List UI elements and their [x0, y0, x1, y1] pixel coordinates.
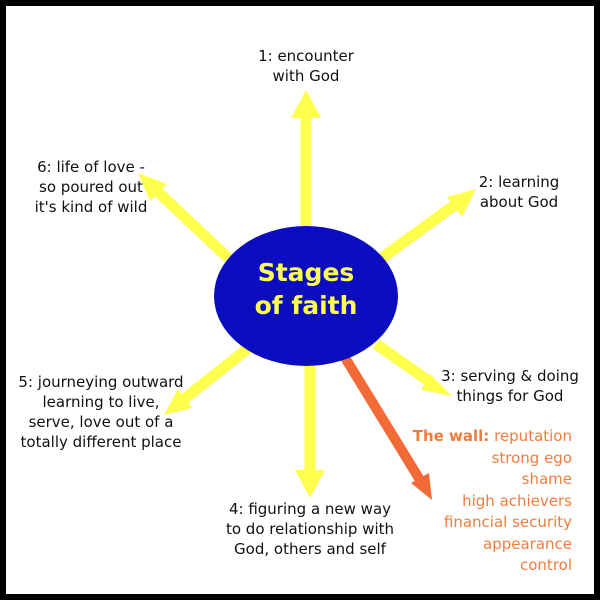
stage-5-label: 5: journeying outward learning to live, …: [8, 372, 194, 452]
wall-item: control: [520, 556, 572, 574]
arrow-stage-2-head: [447, 189, 476, 217]
arrow-stage-5-head: [164, 389, 192, 415]
wall-item: strong ego: [491, 448, 572, 467]
arrow-stage-3-shaft: [372, 339, 434, 387]
stage-2-label: 2: learning about God: [464, 172, 574, 212]
stage-5-line-2: learning to live,: [42, 393, 160, 411]
arrow-stage-6-head: [138, 173, 167, 201]
center-title-line-1: Stages: [258, 258, 355, 287]
wall-item: high achievers: [462, 491, 572, 510]
stage-6-line-1: 6: life of love -: [37, 158, 145, 176]
stage-1-line-1: 1: encounter: [258, 47, 354, 65]
center-title-line-2: of faith: [255, 291, 358, 320]
arrow-stage-1-head: [291, 90, 321, 118]
stages-diagram: Stages of faith: [138, 90, 476, 500]
stage-5-line-1: 5: journeying outward: [18, 373, 184, 391]
arrow-stage-2-shaft: [378, 199, 460, 263]
stage-2-line-2: about God: [479, 193, 559, 211]
stage-4-line-1: 4: figuring a new way: [228, 500, 392, 518]
wall-arrow-head: [411, 473, 432, 500]
stage-4-line-3: God, others and self: [234, 540, 386, 558]
stage-4-label: 4: figuring a new way to do relationship…: [212, 499, 408, 559]
center-ellipse: [214, 226, 398, 366]
wall-row-1: The wall: reputation: [398, 426, 572, 448]
wall-arrow-shaft: [339, 353, 425, 483]
stage-5-line-3: serve, love out of a: [28, 413, 174, 431]
stage-6-line-3: it's kind of wild: [34, 198, 148, 216]
stage-1-label: 1: encounter with God: [236, 46, 376, 86]
stage-5-line-4: totally different place: [20, 433, 182, 451]
arrow-stage-4-head: [295, 470, 325, 498]
stage-3-label: 3: serving & doing things for God: [432, 366, 588, 406]
arrow-stage-5-shaft: [180, 341, 255, 404]
wall-item: appearance: [483, 534, 572, 553]
stage-3-line-1: 3: serving & doing: [441, 367, 579, 385]
diagram-frame: Stages of faith 1: encounter with God 2:…: [6, 6, 594, 594]
arrow-stage-6-shaft: [152, 186, 232, 262]
stage-2-line-1: 2: learning: [478, 173, 560, 191]
stage-6-line-2: so poured out: [39, 178, 143, 196]
stage-3-line-2: things for God: [456, 387, 564, 405]
arrow-stage-3-head: [421, 374, 452, 396]
wall-title: The wall:: [412, 427, 490, 445]
wall-item: reputation: [494, 427, 572, 445]
wall-item: shame: [521, 470, 572, 488]
stage-6-label: 6: life of love - so poured out it's kin…: [18, 157, 164, 217]
stage-1-line-2: with God: [272, 67, 340, 85]
arrows-group: [138, 90, 476, 500]
stage-4-line-2: to do relationship with: [225, 520, 395, 538]
wall-list: The wall: reputation strong ego shame hi…: [398, 426, 572, 577]
wall-item: financial security: [443, 513, 572, 531]
